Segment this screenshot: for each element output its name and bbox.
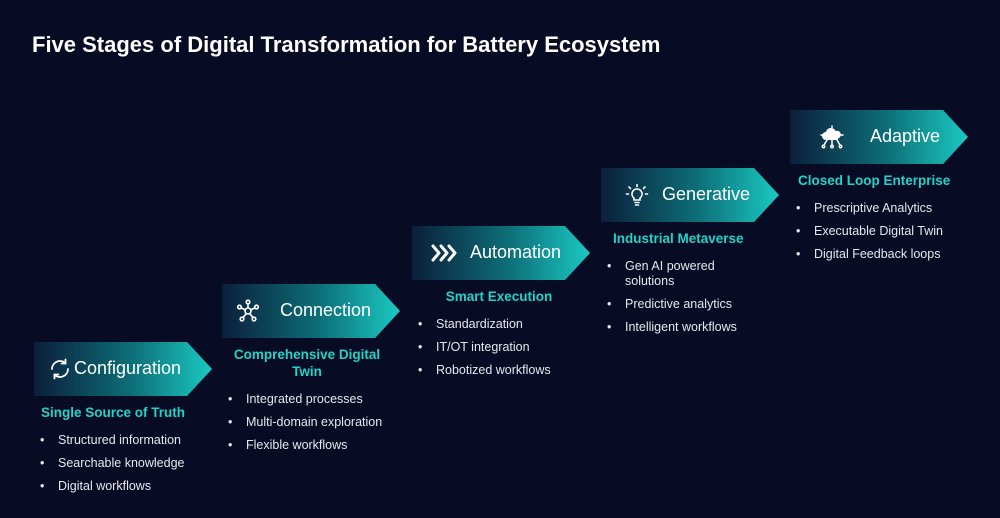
stage-points: •Structured information •Searchable know… <box>34 433 224 494</box>
list-item: •Predictive analytics <box>607 297 732 311</box>
network-nodes-icon <box>236 299 260 323</box>
stage-points: •Gen AI powered solutions •Predictive an… <box>601 259 751 335</box>
stage-connection: Connection Comprehensive Digital Twin •I… <box>222 284 412 461</box>
stage-adaptive: Adaptive Closed Loop Enterprise •Prescri… <box>790 110 980 270</box>
refresh-cycle-icon <box>48 357 72 381</box>
list-item: •Integrated processes <box>228 392 363 406</box>
stage-label: Automation <box>470 242 562 262</box>
list-item: •IT/OT integration <box>418 340 530 354</box>
page-title: Five Stages of Digital Transformation fo… <box>32 32 661 57</box>
stage-subtitle: Comprehensive Digital Twin <box>233 347 381 379</box>
stage-configuration: Configuration Single Source of Truth •St… <box>34 342 224 502</box>
list-item: •Gen AI powered solutions <box>607 259 715 288</box>
stage-subtitle: Closed Loop Enterprise <box>798 173 951 188</box>
stage-generative: Generative Industrial Metaverse •Gen AI … <box>601 168 791 343</box>
list-item: •Digital workflows <box>40 479 152 493</box>
cloud-network-icon <box>818 125 846 149</box>
stage-banner: Configuration <box>34 342 212 396</box>
stage-label: Generative <box>662 184 751 204</box>
stage-banner: Automation <box>412 226 590 280</box>
list-item: •Intelligent workflows <box>607 320 737 334</box>
stage-subtitle: Single Source of Truth <box>41 405 186 420</box>
list-item: •Flexible workflows <box>228 438 348 452</box>
stage-label: Connection <box>280 300 372 320</box>
stage-banner: Generative <box>601 168 779 222</box>
stage-points: • Standardization •IT/OT integration •Ro… <box>412 317 602 378</box>
stage-automation: Automation Smart Execution • Standardiza… <box>412 226 602 386</box>
lightbulb-icon <box>625 183 649 207</box>
list-item: •Digital Feedback loops <box>796 247 941 261</box>
triple-chevron-icon <box>430 241 460 265</box>
list-item: •Multi-domain exploration <box>228 415 383 429</box>
list-item: •Structured information <box>40 433 181 447</box>
stage-banner: Adaptive <box>790 110 968 164</box>
list-item: •Robotized workflows <box>418 363 551 377</box>
stage-label: Configuration <box>74 358 182 378</box>
stage-points: •Integrated processes •Multi-domain expl… <box>222 392 412 453</box>
list-item: •Searchable knowledge <box>40 456 185 470</box>
stage-subtitle: Smart Execution <box>445 289 553 304</box>
stage-points: •Prescriptive Analytics •Executable Digi… <box>790 201 980 262</box>
list-item: • Standardization <box>418 317 523 331</box>
list-item: •Prescriptive Analytics <box>796 201 933 215</box>
stage-banner: Connection <box>222 284 400 338</box>
list-item: •Executable Digital Twin <box>796 224 944 238</box>
stage-subtitle: Industrial Metaverse <box>613 231 744 246</box>
stage-label: Adaptive <box>870 126 941 146</box>
